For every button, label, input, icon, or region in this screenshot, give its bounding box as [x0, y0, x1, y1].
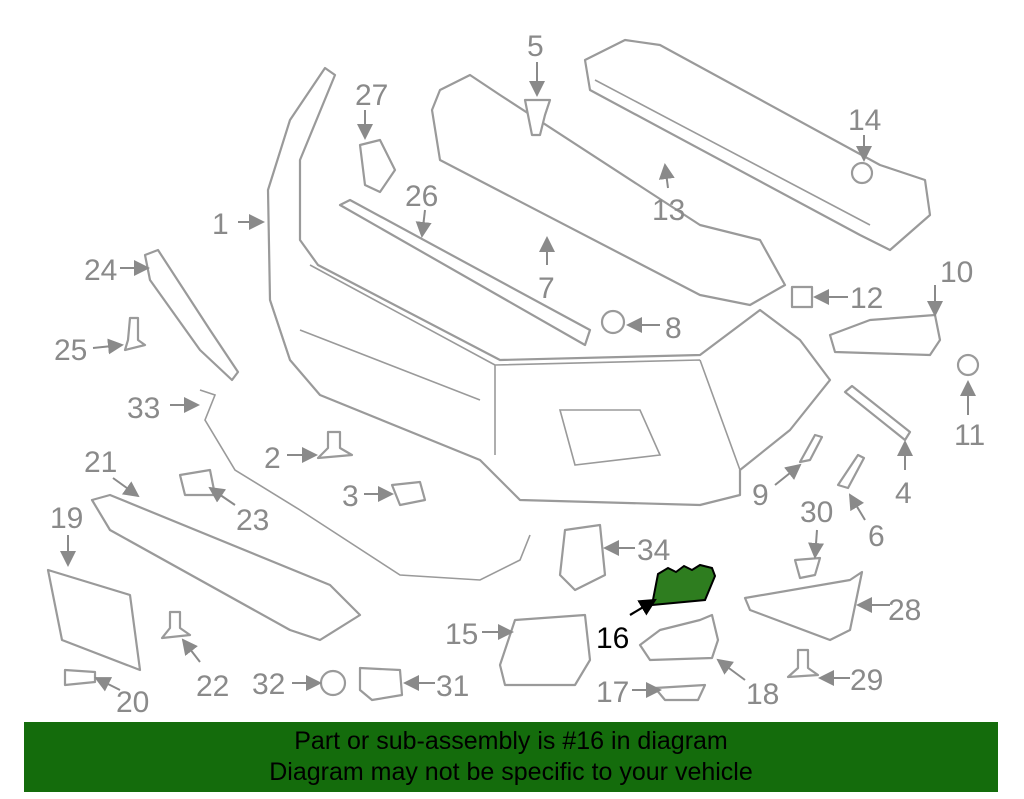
label-12: 12	[850, 282, 883, 315]
bracket-part-24	[143, 248, 240, 382]
label-27: 27	[355, 79, 388, 112]
label-6: 6	[868, 520, 885, 553]
label-30: 30	[800, 496, 833, 529]
clip-part-22	[160, 610, 192, 640]
part-number-labels: 1 2 3 4 5 6 7 8 9 10 11 12 13 14 15 16 1…	[50, 30, 985, 719]
label-9: 9	[752, 479, 769, 512]
label-22: 22	[196, 670, 229, 703]
nut-part-14	[850, 161, 874, 185]
part-info-banner: Part or sub-assembly is #16 in diagram D…	[24, 722, 998, 792]
label-25: 25	[54, 334, 87, 367]
label-19: 19	[50, 502, 83, 535]
screw-part-25	[123, 316, 147, 352]
label-16: 16	[596, 622, 629, 655]
label-7: 7	[538, 272, 555, 305]
label-20: 20	[116, 686, 149, 719]
clip-part-5	[523, 98, 552, 137]
sensor-part-34	[558, 523, 607, 592]
label-28: 28	[888, 594, 921, 627]
skid-plate-part-21	[90, 493, 362, 642]
clip-part-11	[956, 353, 980, 377]
label-24: 24	[84, 254, 117, 287]
label-10: 10	[940, 256, 973, 289]
label-15: 15	[445, 618, 478, 651]
license-bracket-part-19	[46, 568, 142, 672]
banner-line-1: Part or sub-assembly is #16 in diagram	[294, 727, 728, 755]
bracket-part-23	[178, 468, 217, 497]
label-33: 33	[127, 392, 160, 425]
label-21: 21	[84, 446, 117, 479]
label-1: 1	[212, 208, 229, 241]
clip-part-3	[390, 480, 427, 507]
reinforcement-part-13	[583, 38, 932, 252]
label-18: 18	[746, 678, 779, 711]
label-3: 3	[342, 480, 359, 513]
label-2: 2	[264, 442, 281, 475]
clip-part-29	[786, 648, 820, 679]
label-14: 14	[848, 104, 881, 137]
clip-part-30	[793, 556, 822, 580]
label-34: 34	[637, 534, 670, 567]
banner-line-2: Diagram may not be specific to your vehi…	[269, 758, 753, 786]
screw-part-9	[798, 433, 824, 464]
bumper-cover-part-1	[266, 66, 832, 507]
sensor-part-31	[358, 666, 404, 702]
grommet-part-32	[319, 669, 347, 697]
screw-part-6	[836, 453, 866, 490]
bracket-part-28	[743, 570, 864, 642]
grille-strip-part-26	[338, 198, 592, 347]
bolt-part-8	[600, 309, 626, 335]
tow-hook-cover-part-16[interactable]	[650, 563, 717, 607]
harness-part-33	[199, 389, 531, 581]
leader-arrows	[60, 62, 976, 698]
cover-part-17	[653, 683, 707, 702]
clip-part-2	[316, 430, 354, 460]
label-17: 17	[596, 676, 629, 709]
absorber-part-7	[430, 73, 787, 307]
trim-part-10	[828, 313, 942, 357]
bracket-part-27	[358, 138, 397, 194]
strip-part-4	[843, 384, 912, 442]
label-26: 26	[405, 180, 438, 213]
clip-part-12	[790, 285, 814, 309]
label-11: 11	[954, 419, 985, 452]
fog-bezel-part-15	[498, 613, 592, 687]
bracket-part-18	[638, 613, 720, 662]
label-8: 8	[665, 312, 682, 345]
label-4: 4	[895, 477, 912, 510]
label-13: 13	[652, 194, 685, 227]
label-31: 31	[436, 670, 469, 703]
label-23: 23	[236, 504, 269, 537]
label-29: 29	[850, 664, 883, 697]
label-5: 5	[527, 30, 544, 63]
screw-part-20	[63, 668, 97, 687]
label-32: 32	[252, 668, 285, 701]
